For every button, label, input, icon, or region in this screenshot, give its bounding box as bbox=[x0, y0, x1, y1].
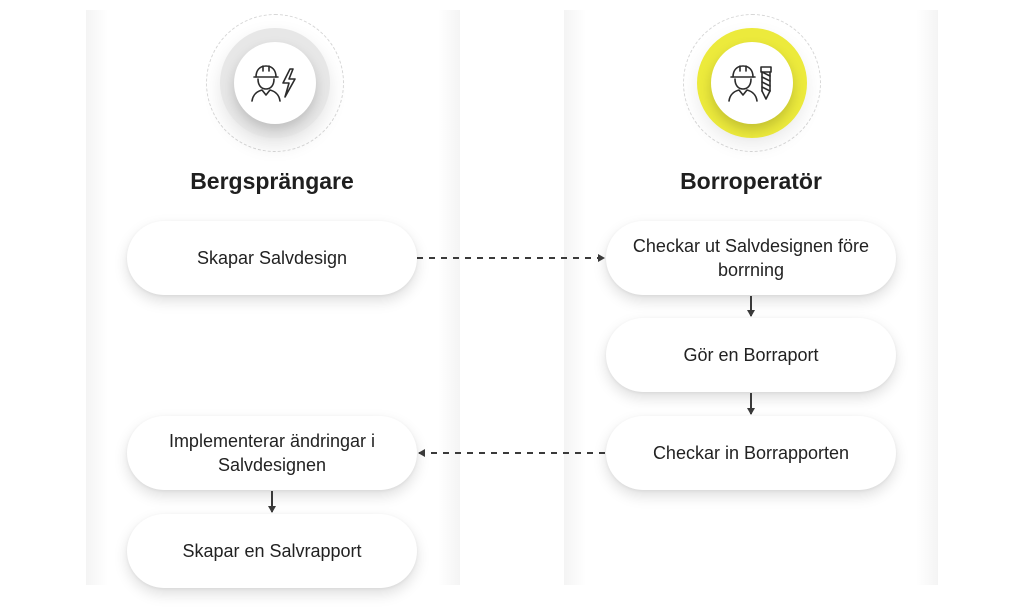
blaster-title: Bergsprängare bbox=[190, 168, 354, 194]
worker-drill-icon bbox=[728, 65, 772, 102]
step-salvo-report: Skapar en Salvrapport bbox=[127, 514, 417, 588]
blaster-avatar bbox=[206, 14, 346, 154]
step-implement-changes: Implementerar ändringar i Salvdesignen bbox=[127, 416, 417, 490]
worker-lightning-icon bbox=[251, 65, 296, 102]
drill-operator-title: Borroperatör bbox=[680, 168, 822, 194]
step-checkin-report: Checkar in Borrapporten bbox=[606, 416, 896, 490]
step-checkout-design: Checkar ut Salvdesignen före borrning bbox=[606, 221, 896, 295]
step-create-design: Skapar Salvdesign bbox=[127, 221, 417, 295]
step-drill-report: Gör en Borraport bbox=[606, 318, 896, 392]
drill-operator-avatar bbox=[683, 14, 823, 154]
